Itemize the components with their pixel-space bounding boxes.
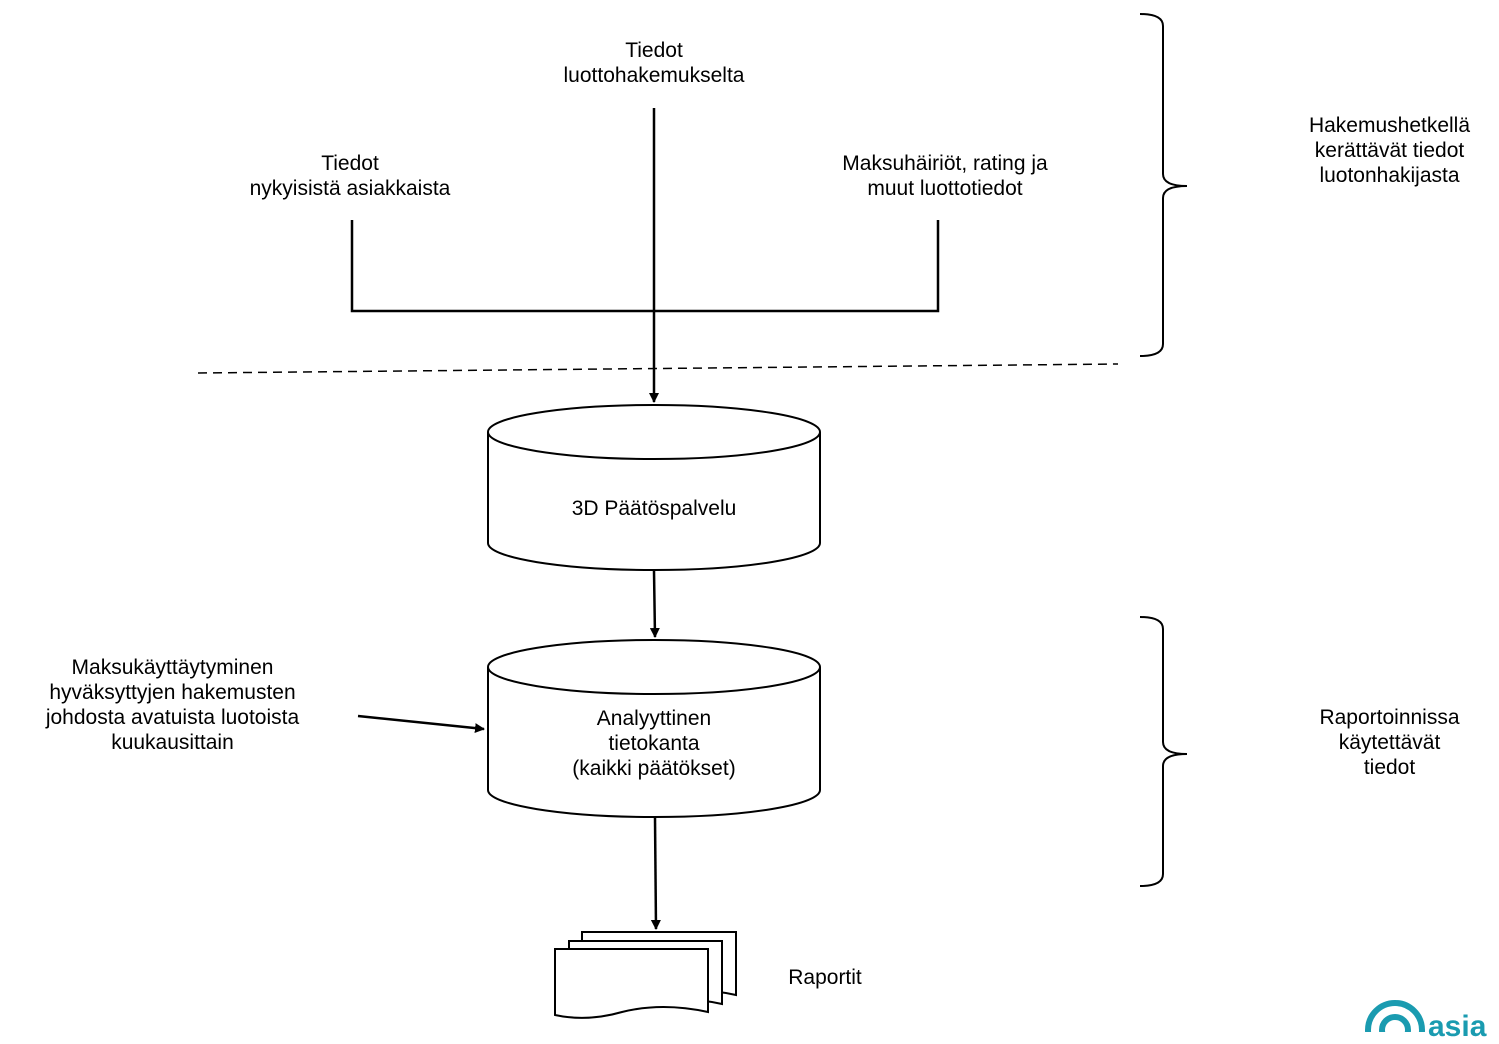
edge-analytic-to-reports [650,817,661,930]
logo-text: asia [1428,1010,1487,1043]
brace-application-time [1139,13,1188,357]
brace-reporting [1139,616,1188,887]
edge-customers-credit-bus [350,220,940,313]
dashed-separator [197,363,1119,374]
label-application: Tiedot luottohakemukselta [563,39,745,87]
label-bracket-application-time: Hakemushetkellä kerättävät tiedot luoton… [1308,114,1471,187]
label-payment-behavior: Maksukäyttäytyminen hyväksyttyjen hakemu… [45,656,300,754]
label-reports: Raportit [788,966,862,989]
label-analytic-db: Analyyttinen tietokanta (kaikki päätökse… [572,707,736,780]
decision-service-cylinder [487,404,821,571]
label-decision-service: 3D Päätöspalvelu [571,497,737,520]
logo-icon [1365,1000,1425,1032]
label-credit-info: Maksuhäiriöt, rating ja muut luottotiedo… [842,152,1048,200]
label-bracket-reporting: Raportoinnissa käytettävät tiedot [1319,706,1460,779]
analytic-db-cylinder [487,639,821,818]
edge-payment-to-analytic [357,714,485,734]
label-customers: Tiedot nykyisistä asiakkaista [249,152,451,200]
reports-documents [554,931,737,1019]
edge-decision-to-analytic [649,570,660,638]
